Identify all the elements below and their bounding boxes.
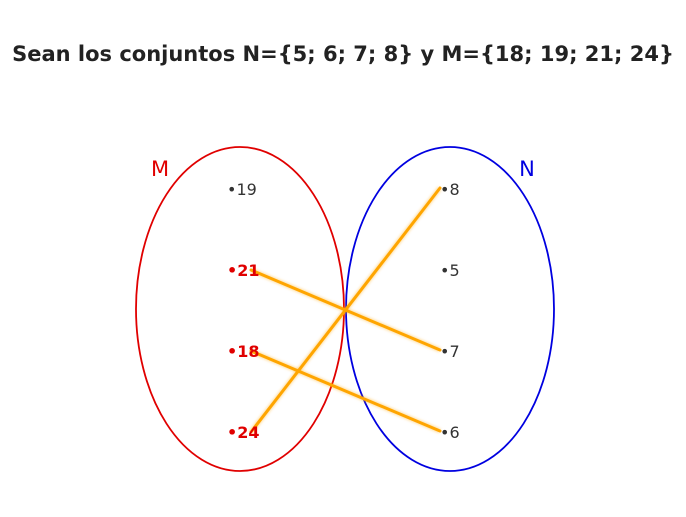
set-n-element-5: •5 [440,261,460,280]
set-n-elements: •8 •5 •7 •6 [440,180,460,442]
set-m-element-19: •19 [227,180,257,199]
set-m-label: M [151,157,169,181]
set-n-element-8: •8 [440,180,460,199]
set-m-element-21: •21 [227,261,260,280]
relation-line-18-6 [249,349,442,433]
set-n-element-6: •6 [440,423,460,442]
relation-lines [249,186,442,434]
set-n-label: N [519,157,535,181]
set-m-elements: •19 •21 •18 •24 [227,180,260,442]
set-m-element-24: •24 [227,423,260,442]
set-m-element-18: •18 [227,342,260,361]
relation-line-24-8 [249,186,442,434]
set-n-element-7: •7 [440,342,460,361]
diagram-title: Sean los conjuntos N={5; 6; 7; 8} y M={1… [12,42,674,66]
